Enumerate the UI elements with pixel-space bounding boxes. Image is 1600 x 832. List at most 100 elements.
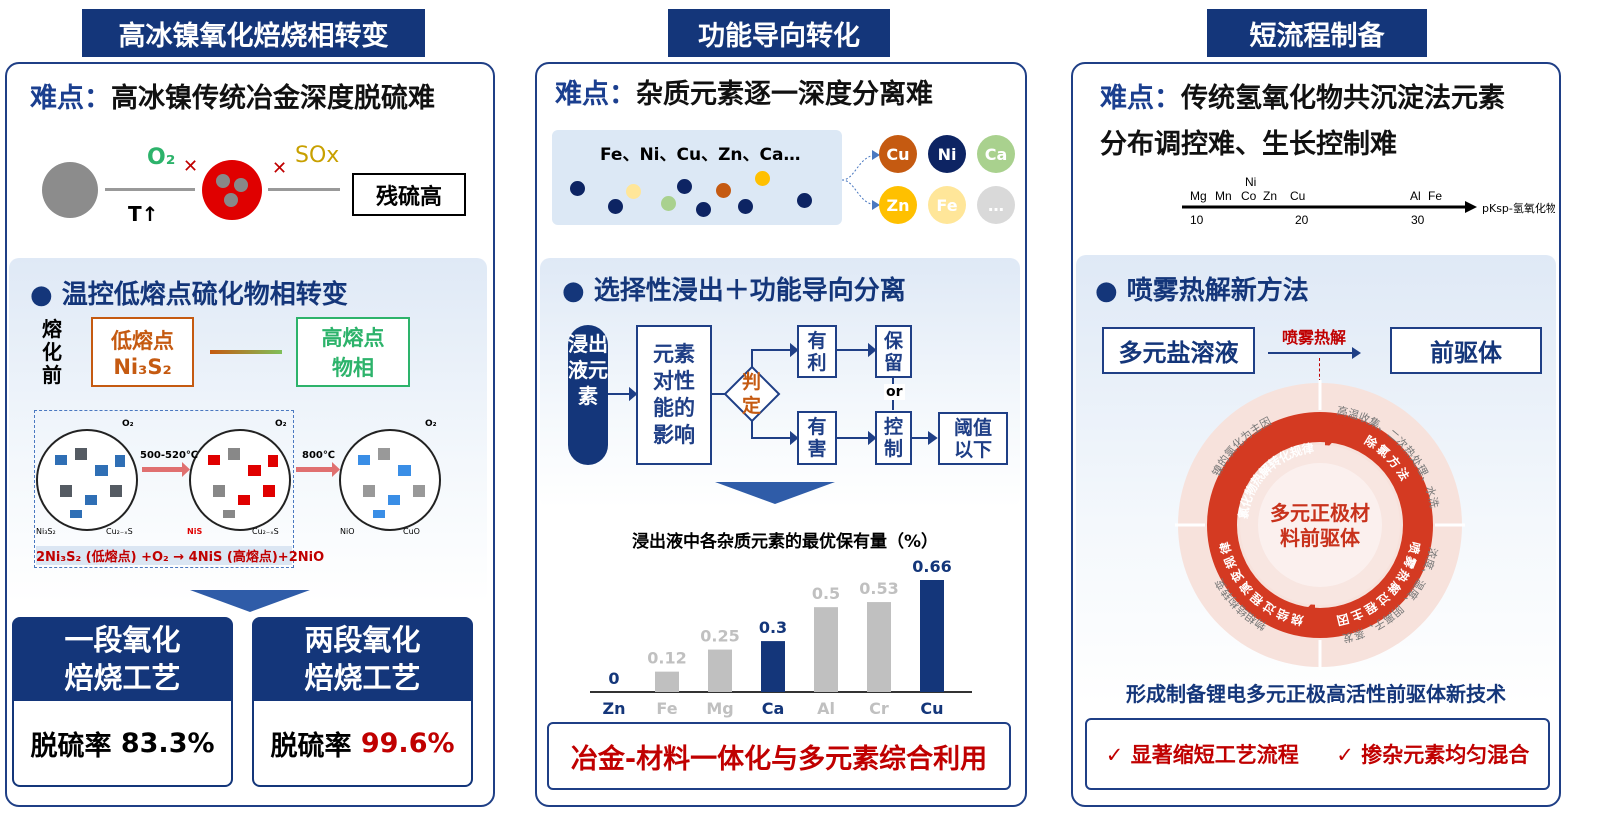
difficulty-text: 高冰镍传统冶金深度脱硫难 bbox=[111, 83, 435, 114]
axis-element: Ni bbox=[1245, 175, 1256, 189]
heat-arrow-icon bbox=[142, 467, 182, 472]
ion-dot bbox=[570, 181, 585, 196]
bar-al bbox=[814, 607, 838, 692]
temp-label: T↑ bbox=[128, 202, 159, 226]
card-two-stage-title: 两段氧化焙烧工艺 bbox=[252, 617, 473, 701]
cycle-center-line: 料前驱体 bbox=[1280, 526, 1361, 550]
category-label: Cr bbox=[869, 699, 889, 718]
phase-label: NiO bbox=[340, 527, 355, 536]
temp-label-1: 500-520℃ bbox=[140, 450, 198, 461]
reaction-equation: 2Ni₃S₂ (低熔点) +O₂ → 4NiS (高熔点)+2NiO bbox=[36, 546, 324, 565]
particle-circle-3 bbox=[339, 429, 441, 531]
card-one-stage-title: 一段氧化焙烧工艺 bbox=[12, 617, 233, 701]
salt-solution-box: 多元盐溶液 bbox=[1102, 327, 1255, 374]
before-melt-label: 熔化前 bbox=[42, 317, 62, 387]
split-arrows-icon bbox=[841, 150, 880, 210]
ion-dot bbox=[626, 184, 641, 199]
benefits-box: ✓ 显著缩短工艺流程 ✓ 掺杂元素均匀混合 bbox=[1085, 718, 1550, 790]
difficulty-text: 杂质元素逐一深度分离难 bbox=[636, 79, 933, 110]
data-label: 0 bbox=[608, 669, 619, 688]
particle-icon bbox=[42, 162, 98, 218]
bullet-text: 喷雾热解新方法 bbox=[1126, 276, 1309, 306]
blocked-x-icon: ✕ bbox=[183, 156, 199, 177]
blocked-x-icon: ✕ bbox=[272, 158, 288, 179]
arrow-ring bbox=[1207, 412, 1433, 638]
process-arrow-icon bbox=[1268, 352, 1353, 354]
bullet-text: 选择性浸出＋功能导向分离 bbox=[593, 276, 906, 306]
benefit-text: 掺杂元素均匀混合 bbox=[1361, 743, 1530, 767]
ion-dot bbox=[797, 193, 812, 208]
flow-start-pill: 浸出液元素 bbox=[568, 325, 608, 465]
research-cycle-diagram: 镍的氯化为主因 高温收集、二次热处理、水洗 浓度、温度、阴离子、蒸发 物相结构转… bbox=[1175, 380, 1465, 670]
cycle-arrowhead-icon bbox=[1293, 600, 1315, 630]
ion-dot bbox=[608, 199, 623, 214]
bar-ca bbox=[761, 641, 785, 692]
flow-threshold-box: 阈值以下 bbox=[938, 412, 1008, 465]
category-label: Mg bbox=[706, 699, 733, 718]
box-line: Ni₃S₂ bbox=[113, 355, 172, 379]
phase-label: CuO bbox=[403, 527, 420, 536]
ion-dot bbox=[696, 202, 711, 217]
ion-dot bbox=[738, 199, 753, 214]
cycle-center-line: 多元正极材 bbox=[1270, 501, 1370, 525]
data-label: 0.66 bbox=[912, 557, 951, 576]
axis-element: Fe bbox=[1428, 189, 1442, 203]
gradient-arrow-icon bbox=[210, 350, 282, 354]
sox-label: SOx bbox=[295, 143, 340, 168]
benefit-item: ✓ 掺杂元素均匀混合 bbox=[1336, 739, 1529, 769]
pksp-axis: Mg Mn Ni Co Zn Cu Al Fe 10 20 30 pKsp-氢氧… bbox=[1182, 175, 1555, 227]
bar-mg bbox=[708, 649, 732, 692]
ion-dot bbox=[677, 179, 692, 194]
element-more: … bbox=[977, 186, 1015, 224]
category-label: Cu bbox=[920, 699, 943, 718]
particle-circle-1 bbox=[36, 429, 138, 531]
difficulty-key: 难点： bbox=[555, 79, 636, 110]
flow-control-box: 控制 bbox=[875, 411, 912, 465]
arrow-icon bbox=[105, 188, 195, 191]
difficulty-text: 传统氢氧化物共沉淀法元素 bbox=[1181, 83, 1505, 114]
bar-fe bbox=[655, 671, 679, 692]
particle-circle-2 bbox=[189, 429, 291, 531]
category-label: Ca bbox=[762, 699, 785, 718]
o2-label: O₂ bbox=[275, 419, 287, 429]
axis-tick: 20 bbox=[1295, 213, 1309, 227]
right-bullet: ● 喷雾热解新方法 bbox=[1095, 276, 1309, 306]
rate-label: 脱硫率 bbox=[270, 730, 352, 762]
axis-tick: 10 bbox=[1190, 213, 1204, 227]
category-label: Al bbox=[817, 699, 835, 718]
middle-difficulty: 难点：杂质元素逐一深度分离难 bbox=[555, 72, 933, 118]
high-melting-box: 高熔点物相 bbox=[296, 317, 410, 387]
impurity-bar-chart: 浸出液中各杂质元素的最优保有量（%） 0Zn0.12Fe0.25Mg0.3Ca0… bbox=[590, 531, 972, 718]
impurity-list: Fe、Ni、Cu、Zn、Ca… bbox=[600, 145, 801, 165]
box-line: 高熔点 bbox=[321, 326, 385, 350]
right-difficulty: 难点：传统氢氧化物共沉淀法元素分布调控难、生长控制难 bbox=[1100, 76, 1550, 168]
flow-keep-box: 保留 bbox=[875, 325, 912, 378]
ion-dot bbox=[661, 196, 676, 211]
rate-value: 83.3% bbox=[120, 727, 215, 759]
data-label: 0.3 bbox=[759, 618, 787, 637]
precursor-box: 前驱体 bbox=[1390, 327, 1542, 374]
temp-label-2: 800℃ bbox=[302, 450, 335, 461]
axis-element: Zn bbox=[1263, 189, 1277, 203]
ion-dot bbox=[755, 171, 770, 186]
heat-arrow-icon bbox=[296, 467, 332, 472]
phase-label: Cu₂₋ₓS bbox=[252, 527, 279, 536]
residual-sulfur-box: 残硫高 bbox=[352, 173, 466, 216]
axis-element: Mg bbox=[1190, 189, 1207, 203]
card-two-stage-rate: 脱硫率 99.6% bbox=[252, 701, 473, 787]
center-circle bbox=[1258, 463, 1382, 587]
flow-impact-box: 元素对性能的影响 bbox=[636, 325, 712, 465]
data-label: 0.25 bbox=[700, 627, 739, 646]
middle-panel-title: 功能导向转化 bbox=[668, 9, 890, 57]
middle-bottom-box: 冶金-材料一体化与多元素综合利用 bbox=[547, 722, 1011, 790]
data-label: 0.12 bbox=[647, 649, 686, 668]
box-line: 物相 bbox=[332, 356, 374, 380]
rate-value: 99.6% bbox=[360, 727, 455, 759]
o2-label: O₂ bbox=[147, 145, 176, 170]
o2-label: O₂ bbox=[122, 419, 134, 429]
element-fe: Fe bbox=[928, 186, 966, 224]
box-line: 低熔点 bbox=[111, 329, 174, 353]
spray-pyrolysis-label: 喷雾热解 bbox=[1282, 328, 1347, 347]
left-difficulty: 难点：高冰镍传统冶金深度脱硫难 bbox=[30, 76, 435, 122]
